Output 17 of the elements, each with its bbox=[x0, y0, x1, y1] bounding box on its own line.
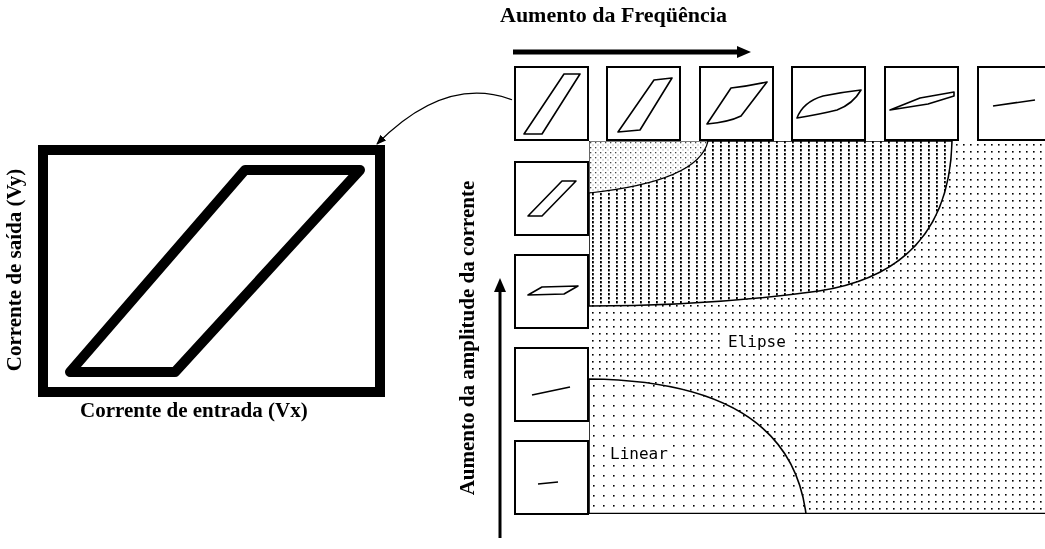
loop-thumbnail-drawing bbox=[884, 66, 959, 141]
loop-thumbnail-drawing bbox=[514, 254, 589, 329]
loop-thumbnail-drawing bbox=[791, 66, 866, 141]
hysteresis-loop-drawing bbox=[38, 145, 385, 397]
curved-arrow bbox=[376, 92, 513, 145]
axis-title: Aumento da Freqüência bbox=[500, 4, 727, 26]
loop-thumbnail-drawing bbox=[514, 347, 589, 422]
axis-title: Aumento da amplitude da corrente bbox=[456, 180, 478, 496]
axis-title: Corrente de saída (Vy) bbox=[3, 168, 25, 372]
loop-thumbnail-drawing bbox=[977, 66, 1045, 141]
region-label: Elipse bbox=[724, 332, 790, 352]
loop-thumbnail-drawing bbox=[699, 66, 774, 141]
loop-thumbnail-drawing bbox=[514, 161, 589, 236]
loop-thumbnail-drawing bbox=[514, 66, 589, 141]
loop-thumbnail-drawing bbox=[606, 66, 681, 141]
axis-title: Corrente de entrada (Vx) bbox=[80, 400, 308, 421]
loop-thumbnail-drawing bbox=[514, 440, 589, 515]
